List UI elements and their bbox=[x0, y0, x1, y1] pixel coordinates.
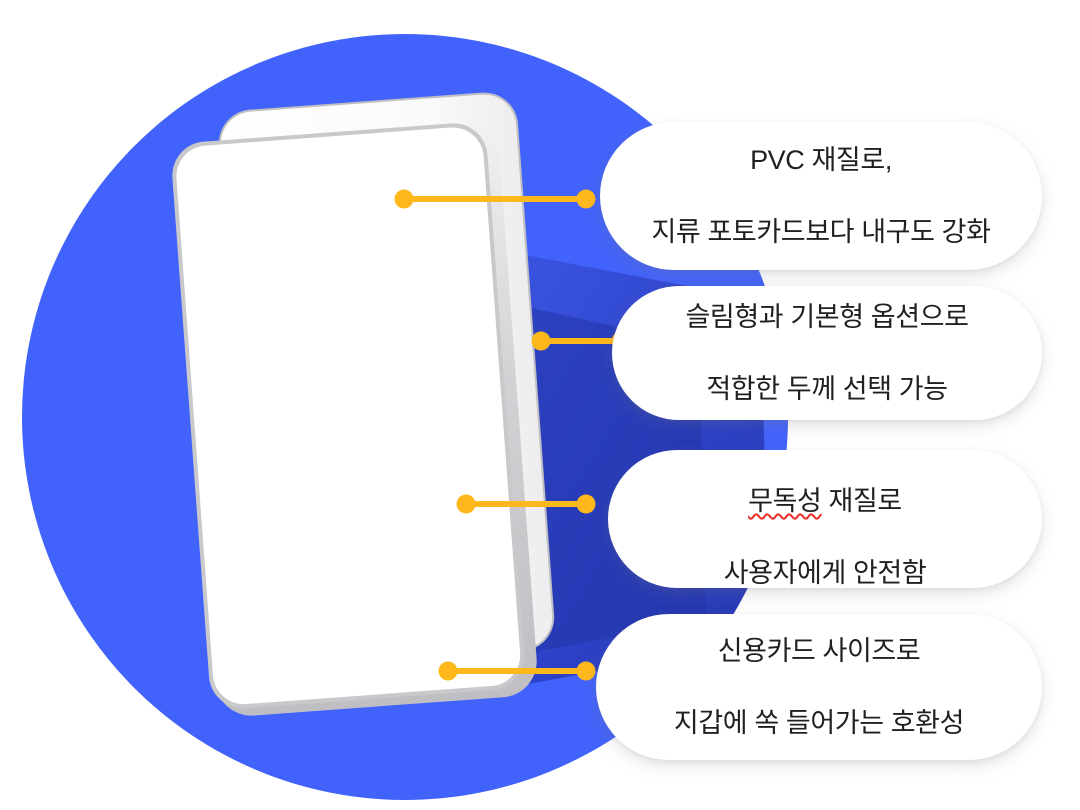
callout-line-with-spellcheck: 무독성 재질로 bbox=[724, 447, 927, 519]
callout-text-durability: PVC 재질로, 지류 포토카드보다 내구도 강화 bbox=[651, 106, 990, 287]
callout-line: 신용카드 사이즈로 bbox=[717, 635, 921, 666]
callout-line: 지갑에 쏙 들어가는 호환성 bbox=[673, 708, 965, 739]
callout-text-non-toxic: 무독성 재질로 사용자에게 안전함 bbox=[724, 410, 927, 627]
callout-pill-durability[interactable]: PVC 재질로, 지류 포토카드보다 내구도 강화 bbox=[600, 122, 1042, 270]
front-card bbox=[172, 123, 525, 709]
callout-line: 지류 포토카드보다 내구도 강화 bbox=[651, 217, 991, 248]
callout-line: 사용자에게 안전함 bbox=[723, 558, 927, 589]
callout-line: 슬림형과 기본형 옵션으로 bbox=[685, 301, 969, 332]
callout-pill-thickness-options[interactable]: 슬림형과 기본형 옵션으로 적합한 두께 선택 가능 bbox=[612, 286, 1042, 420]
callout-line: 적합한 두께 선택 가능 bbox=[706, 374, 948, 405]
callout-pill-non-toxic[interactable]: 무독성 재질로 사용자에게 안전함 bbox=[608, 450, 1042, 588]
callout-line: PVC 재질로, bbox=[750, 144, 892, 175]
callout-text-thickness-options: 슬림형과 기본형 옵션으로 적합한 두께 선택 가능 bbox=[685, 263, 968, 444]
spellcheck-underlined-word: 무독성 bbox=[748, 485, 822, 516]
callout-pill-credit-card-size[interactable]: 신용카드 사이즈로 지갑에 쏙 들어가는 호환성 bbox=[596, 614, 1042, 760]
callout-line-remainder: 재질로 bbox=[821, 485, 903, 516]
callout-text-credit-card-size: 신용카드 사이즈로 지갑에 쏙 들어가는 호환성 bbox=[673, 597, 965, 778]
